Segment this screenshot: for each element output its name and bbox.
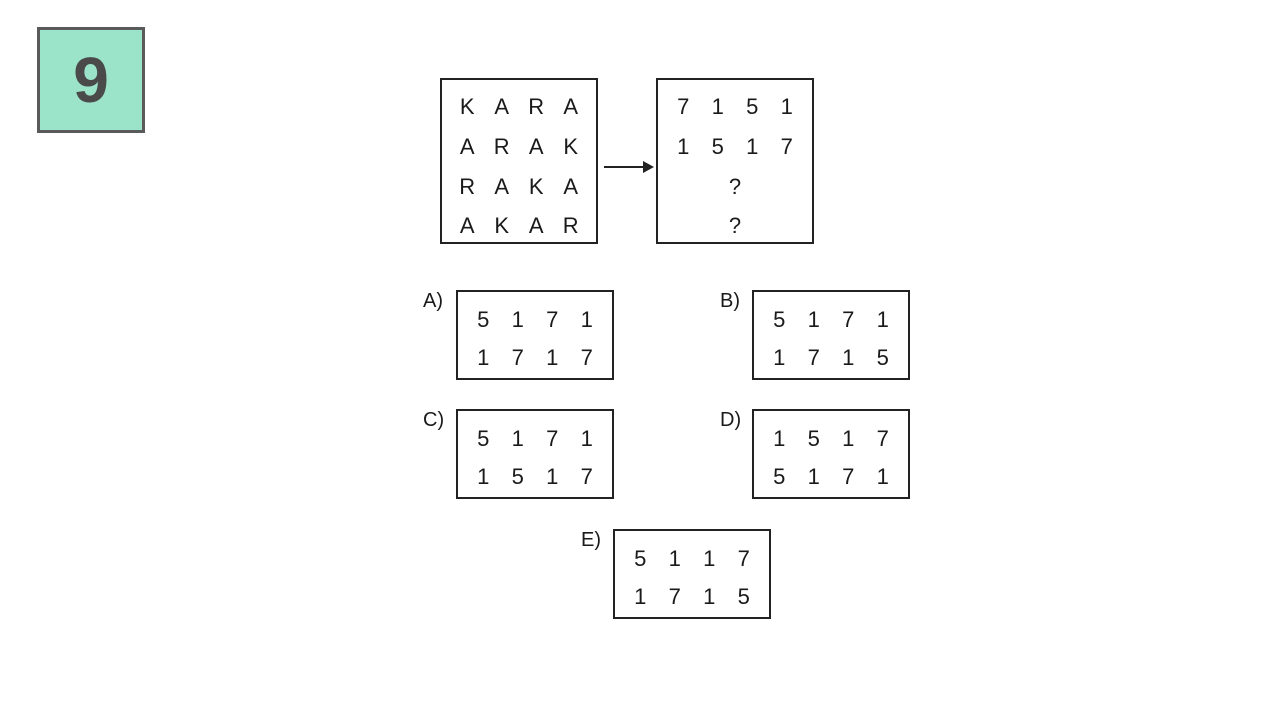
grid-cell: A (528, 134, 544, 159)
grid-cell: R (493, 134, 510, 159)
source-row: A K A R (442, 215, 596, 237)
grid-cell: 1 (668, 546, 681, 571)
option-row: 1 7 1 5 (615, 586, 769, 608)
grid-cell: 1 (703, 584, 716, 609)
option-row: 1 5 1 7 (754, 428, 908, 450)
grid-cell: A (459, 134, 475, 159)
grid-cell: 1 (580, 426, 593, 451)
grid-cell: 1 (876, 464, 889, 489)
option-b-label: B) (720, 290, 740, 312)
grid-cell: 5 (807, 426, 820, 451)
option-b-box[interactable]: 5 1 7 1 1 7 1 5 (752, 290, 910, 380)
grid-cell: 1 (580, 307, 593, 332)
target-row: 7 1 5 1 (658, 96, 812, 118)
grid-cell: R (528, 94, 545, 119)
grid-cell: 1 (842, 345, 855, 370)
grid-cell: R (459, 174, 476, 199)
grid-cell: 7 (546, 426, 559, 451)
option-c-box[interactable]: 5 1 7 1 1 5 1 7 (456, 409, 614, 499)
target-row: 1 5 1 7 (658, 136, 812, 158)
grid-cell: A (528, 213, 544, 238)
grid-cell: 5 (711, 134, 724, 159)
option-row: 5 1 7 1 (458, 428, 612, 450)
grid-cell: 5 (746, 94, 759, 119)
grid-cell: A (494, 174, 510, 199)
grid-cell: A (494, 94, 510, 119)
grid-cell: 1 (477, 345, 490, 370)
option-row: 5 1 7 1 (458, 309, 612, 331)
grid-cell: 7 (668, 584, 681, 609)
option-a-label: A) (423, 290, 443, 312)
source-row: K A R A (442, 96, 596, 118)
option-row: 1 5 1 7 (458, 466, 612, 488)
grid-cell: 7 (546, 307, 559, 332)
option-row: 1 7 1 7 (458, 347, 612, 369)
unknown-row: ? (728, 213, 742, 238)
grid-cell: 7 (876, 426, 889, 451)
option-c-label: C) (423, 409, 445, 431)
grid-cell: R (562, 213, 579, 238)
grid-cell: 1 (780, 94, 793, 119)
grid-cell: 1 (773, 426, 786, 451)
grid-cell: K (528, 174, 544, 199)
grid-cell: 7 (807, 345, 820, 370)
grid-cell: 7 (842, 307, 855, 332)
grid-cell: 5 (773, 307, 786, 332)
source-row: A R A K (442, 136, 596, 158)
arrow-right-icon (604, 161, 654, 173)
grid-cell: 1 (511, 426, 524, 451)
grid-cell: 1 (807, 307, 820, 332)
option-row: 5 1 1 7 (615, 548, 769, 570)
grid-cell: 7 (780, 134, 793, 159)
option-row: 5 1 7 1 (754, 466, 908, 488)
unknown-row: ? (728, 174, 742, 199)
grid-cell: 7 (580, 464, 593, 489)
grid-cell: 1 (546, 464, 559, 489)
grid-cell: 5 (511, 464, 524, 489)
option-d-label: D) (720, 409, 742, 431)
grid-cell: 7 (842, 464, 855, 489)
grid-cell: 5 (773, 464, 786, 489)
grid-cell: 1 (876, 307, 889, 332)
grid-cell: 1 (773, 345, 786, 370)
grid-cell: 1 (477, 464, 490, 489)
source-row: R A K A (442, 176, 596, 198)
grid-cell: A (563, 174, 579, 199)
grid-cell: K (563, 134, 579, 159)
grid-cell: 1 (703, 546, 716, 571)
option-e-box[interactable]: 5 1 1 7 1 7 1 5 (613, 529, 771, 619)
grid-cell: 5 (477, 426, 490, 451)
option-row: 5 1 7 1 (754, 309, 908, 331)
grid-cell: 5 (876, 345, 889, 370)
grid-cell: 1 (807, 464, 820, 489)
grid-cell: 7 (580, 345, 593, 370)
grid-cell: 1 (634, 584, 647, 609)
option-d-box[interactable]: 1 5 1 7 5 1 7 1 (752, 409, 910, 499)
grid-cell: A (459, 213, 475, 238)
grid-cell: 1 (842, 426, 855, 451)
option-e-label: E) (581, 529, 601, 551)
grid-cell: K (459, 94, 475, 119)
grid-cell: K (494, 213, 510, 238)
grid-cell: 7 (737, 546, 750, 571)
grid-cell: 5 (634, 546, 647, 571)
grid-cell: 5 (737, 584, 750, 609)
grid-cell: 5 (477, 307, 490, 332)
question-number: 9 (73, 44, 109, 116)
source-letter-grid: K A R A A R A K R A K A A K A R (440, 78, 598, 244)
option-row: 1 7 1 5 (754, 347, 908, 369)
grid-cell: 7 (677, 94, 690, 119)
grid-cell: 7 (511, 345, 524, 370)
grid-cell: 1 (711, 94, 724, 119)
grid-cell: 1 (677, 134, 690, 159)
option-a-box[interactable]: 5 1 7 1 1 7 1 7 (456, 290, 614, 380)
grid-cell: 1 (511, 307, 524, 332)
grid-cell: 1 (546, 345, 559, 370)
grid-cell: A (563, 94, 579, 119)
question-number-badge: 9 (37, 27, 145, 133)
target-number-grid: 7 1 5 1 1 5 1 7 ? ? (656, 78, 814, 244)
grid-cell: 1 (746, 134, 759, 159)
